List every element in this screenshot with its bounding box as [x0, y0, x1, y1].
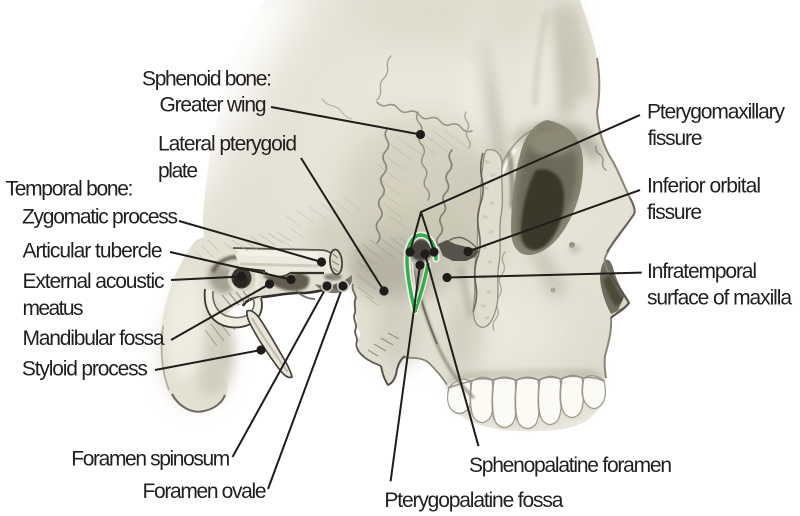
svg-text:Mandibular fossa: Mandibular fossa: [23, 327, 165, 350]
svg-text:meatus: meatus: [23, 297, 84, 320]
svg-text:Zygomatic process: Zygomatic process: [22, 206, 178, 229]
svg-text:Foramen ovale: Foramen ovale: [143, 480, 267, 503]
svg-text:Foramen spinosum: Foramen spinosum: [71, 448, 230, 471]
svg-text:plate: plate: [158, 160, 198, 183]
svg-text:Articular tubercle: Articular tubercle: [23, 240, 163, 263]
svg-text:Sphenoid bone:: Sphenoid bone:: [142, 68, 272, 91]
svg-text:Greater wing: Greater wing: [160, 94, 267, 117]
svg-text:fissure: fissure: [648, 127, 703, 150]
svg-text:Sphenopalatine foramen: Sphenopalatine foramen: [469, 454, 672, 477]
svg-text:fissure: fissure: [647, 201, 702, 224]
svg-text:Temporal bone:: Temporal bone:: [6, 178, 134, 201]
svg-text:Pterygomaxillary: Pterygomaxillary: [647, 101, 786, 124]
svg-text:Infratemporal: Infratemporal: [647, 260, 757, 283]
svg-text:Styloid process: Styloid process: [22, 358, 148, 381]
svg-text:Lateral pterygoid: Lateral pterygoid: [158, 133, 297, 156]
svg-text:External acoustic: External acoustic: [23, 270, 165, 293]
svg-text:Inferior orbital: Inferior orbital: [647, 174, 761, 197]
svg-text:surface of maxilla: surface of maxilla: [647, 286, 792, 309]
svg-text:Pterygopalatine fossa: Pterygopalatine fossa: [384, 489, 563, 512]
